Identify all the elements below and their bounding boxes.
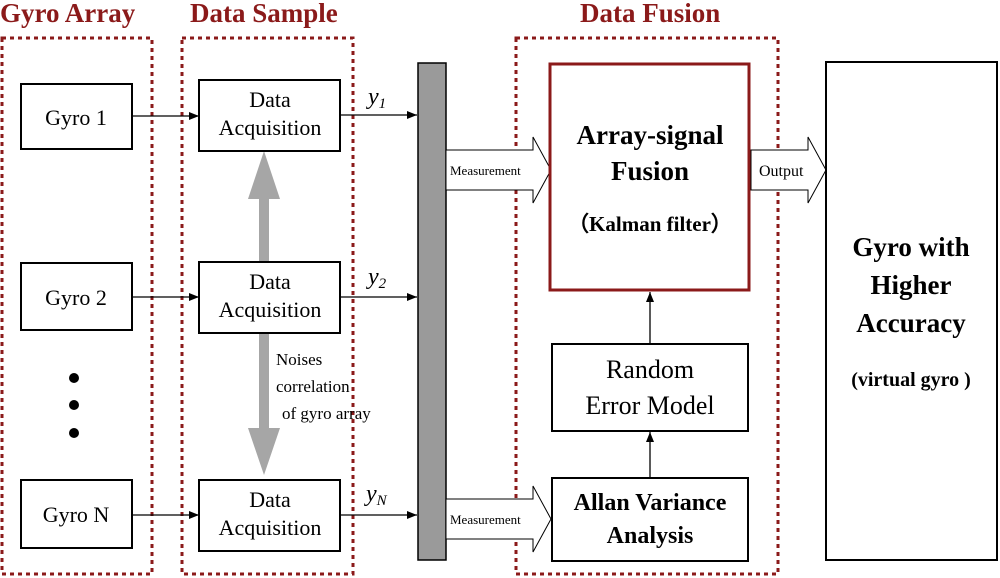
virtual-gyro-line1: Gyro with xyxy=(852,232,969,262)
gyro-array-group xyxy=(0,36,154,576)
fusion-line2: Fusion xyxy=(611,156,689,186)
random-error-line1: Random xyxy=(606,355,694,384)
signal-yn: yN xyxy=(364,481,388,509)
random-error-line2: Error Model xyxy=(585,391,714,420)
measurement-label-bottom: Measurement xyxy=(450,512,521,527)
title-gyro-array: Gyro Array xyxy=(0,0,136,28)
gyro-1-label: Gyro 1 xyxy=(45,105,107,130)
ellipsis-dot xyxy=(69,400,79,410)
acq-2-line1: Data xyxy=(249,269,291,294)
acq-1-line2: Acquisition xyxy=(219,115,322,140)
fusion-line3: （Kalman filter） xyxy=(568,212,732,236)
gyro-2-box: Gyro 2 xyxy=(20,262,133,331)
acq-2-line2: Acquisition xyxy=(219,297,322,322)
output-arrow: Output xyxy=(750,136,827,204)
random-error-model-box: Random Error Model xyxy=(551,343,749,432)
noise-label-line3: of gyro array xyxy=(282,404,371,423)
measurement-label-top: Measurement xyxy=(450,163,521,178)
gyro-n-label: Gyro N xyxy=(43,502,110,527)
acquisition-box-1: Data Acquisition xyxy=(198,79,341,152)
ellipsis-dot xyxy=(69,373,79,383)
measurement-arrow-bottom: Measurement xyxy=(445,485,552,553)
signal-y1: y1 xyxy=(366,84,386,112)
allan-line2: Analysis xyxy=(607,523,694,549)
acq-n-line1: Data xyxy=(249,487,291,512)
fusion-line1: Array-signal xyxy=(577,120,724,150)
noise-label-line2: correlation xyxy=(276,377,350,396)
title-data-sample: Data Sample xyxy=(190,0,338,28)
gyro-n-box: Gyro N xyxy=(20,479,133,549)
allan-line1: Allan Variance xyxy=(574,490,727,516)
signal-bus-bar xyxy=(417,62,447,561)
virtual-gyro-box: Gyro with Higher Accuracy (virtual gyro … xyxy=(825,61,998,561)
allan-variance-box: Allan Variance Analysis xyxy=(551,477,749,562)
acquisition-box-n: Data Acquisition xyxy=(198,479,341,552)
signal-y2: y2 xyxy=(366,264,387,292)
acquisition-box-2: Data Acquisition xyxy=(198,261,341,334)
data-fusion-group xyxy=(514,36,780,576)
virtual-gyro-line4: (virtual gyro ) xyxy=(851,369,971,391)
fusion-box: Array-signal Fusion （Kalman filter） xyxy=(548,62,751,292)
virtual-gyro-line3: Accuracy xyxy=(856,308,966,338)
noise-label-line1: Noises xyxy=(276,350,322,369)
measurement-arrow-top: Measurement xyxy=(445,136,552,204)
gyro-1-box: Gyro 1 xyxy=(20,83,133,150)
acq-n-line2: Acquisition xyxy=(219,515,322,540)
virtual-gyro-line2: Higher xyxy=(871,270,952,300)
gyro-2-label: Gyro 2 xyxy=(45,285,107,310)
ellipsis-dot xyxy=(69,428,79,438)
title-data-fusion: Data Fusion xyxy=(580,0,720,28)
data-sample-group xyxy=(180,36,355,576)
acq-1-line1: Data xyxy=(249,87,291,112)
output-label: Output xyxy=(759,163,804,180)
